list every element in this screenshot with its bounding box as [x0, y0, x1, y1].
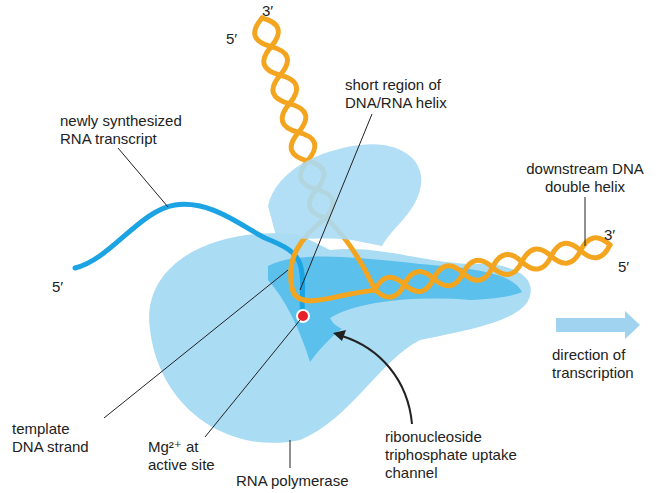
callout-label: ribonucleoside triphosphate uptake chann…: [385, 428, 525, 482]
callout-label: template DNA strand: [12, 420, 102, 456]
leader-line: [205, 320, 300, 437]
polymerase-lobe: [268, 144, 421, 246]
leader-line: [290, 440, 291, 468]
strand-end: 3′: [604, 226, 634, 244]
direction-arrow: [556, 311, 640, 339]
leader-line: [585, 197, 586, 246]
leader-line: [300, 114, 372, 290]
strand-end: 5′: [226, 30, 256, 48]
dna-strand: [375, 243, 610, 291]
active-site-dot: [297, 310, 309, 322]
dna-strand: [375, 238, 610, 297]
strand-end: 3′: [262, 2, 292, 20]
callout-label: newly synthesized RNA transcript: [60, 112, 200, 148]
callout-label: short region of DNA/RNA helix: [345, 76, 475, 112]
callout-label: direction of transcription: [552, 346, 670, 382]
leader-line: [118, 148, 168, 207]
polymerase-fold: [330, 299, 470, 331]
callout-label: RNA polymerase: [236, 472, 366, 490]
callout-label: downstream DNA double helix: [515, 160, 655, 196]
pointer-arrow: [342, 336, 412, 424]
callout-label: Mg²⁺ at active site: [148, 438, 230, 474]
polymerase-body: [149, 233, 531, 443]
uptake-channel: [268, 257, 522, 362]
leader-line: [104, 270, 288, 418]
strand-end: 5′: [52, 278, 82, 296]
pointer-arrowhead: [333, 330, 346, 341]
strand-end: 5′: [618, 258, 648, 276]
rna-transcript: [75, 204, 303, 316]
